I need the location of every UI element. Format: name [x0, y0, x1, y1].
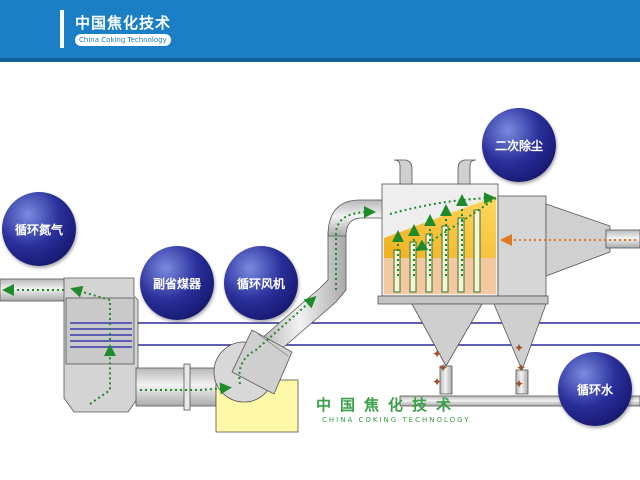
label-economizer: 副省煤器 [140, 246, 214, 320]
inlet-elbow [327, 199, 385, 237]
header-banner [0, 0, 640, 58]
svg-text:✦: ✦ [432, 347, 442, 361]
logo-mark [60, 10, 64, 48]
economizer-unit [63, 277, 139, 413]
svg-text:✦: ✦ [432, 375, 442, 389]
brand-name-en: China Coking Technology [75, 34, 171, 46]
svg-text:✦: ✦ [438, 361, 448, 375]
water-pipe-bottom [399, 395, 640, 407]
svg-text:✦: ✦ [514, 341, 524, 355]
watermark-cn: 中国焦化技术 [316, 396, 461, 414]
label-circulating-fan-text: 循环风机 [236, 276, 285, 291]
gas-flow-arrows [2, 192, 497, 405]
label-circulating-nitrogen-text: 循环氮气 [14, 222, 63, 237]
label-secondary-dust-removal: 二次除尘 [482, 108, 556, 182]
label-circulating-fan: 循环风机 [224, 246, 298, 320]
label-secondary-dust-removal-text: 二次除尘 [494, 138, 543, 153]
duct-economizer-to-fan [135, 367, 217, 407]
water-lines [138, 322, 640, 346]
inlet-pipe-left [0, 278, 73, 302]
label-economizer-text: 副省煤器 [152, 276, 201, 291]
watermark-en: CHINA COKING TECHNOLOGY [322, 416, 471, 424]
dust-collector-body [377, 159, 640, 305]
brand-name-cn: 中国焦化技术 [75, 14, 172, 32]
label-circulating-water: 循环水 [558, 352, 632, 426]
svg-text:✦: ✦ [516, 361, 526, 375]
dust-hoppers: ✦ ✦ ✦ ✦ ✦ ✦ [411, 303, 547, 395]
svg-text:✦: ✦ [514, 377, 524, 391]
label-circulating-water-text: 循环水 [576, 382, 613, 397]
header-divider [0, 58, 640, 62]
label-circulating-nitrogen: 循环氮气 [2, 192, 76, 266]
